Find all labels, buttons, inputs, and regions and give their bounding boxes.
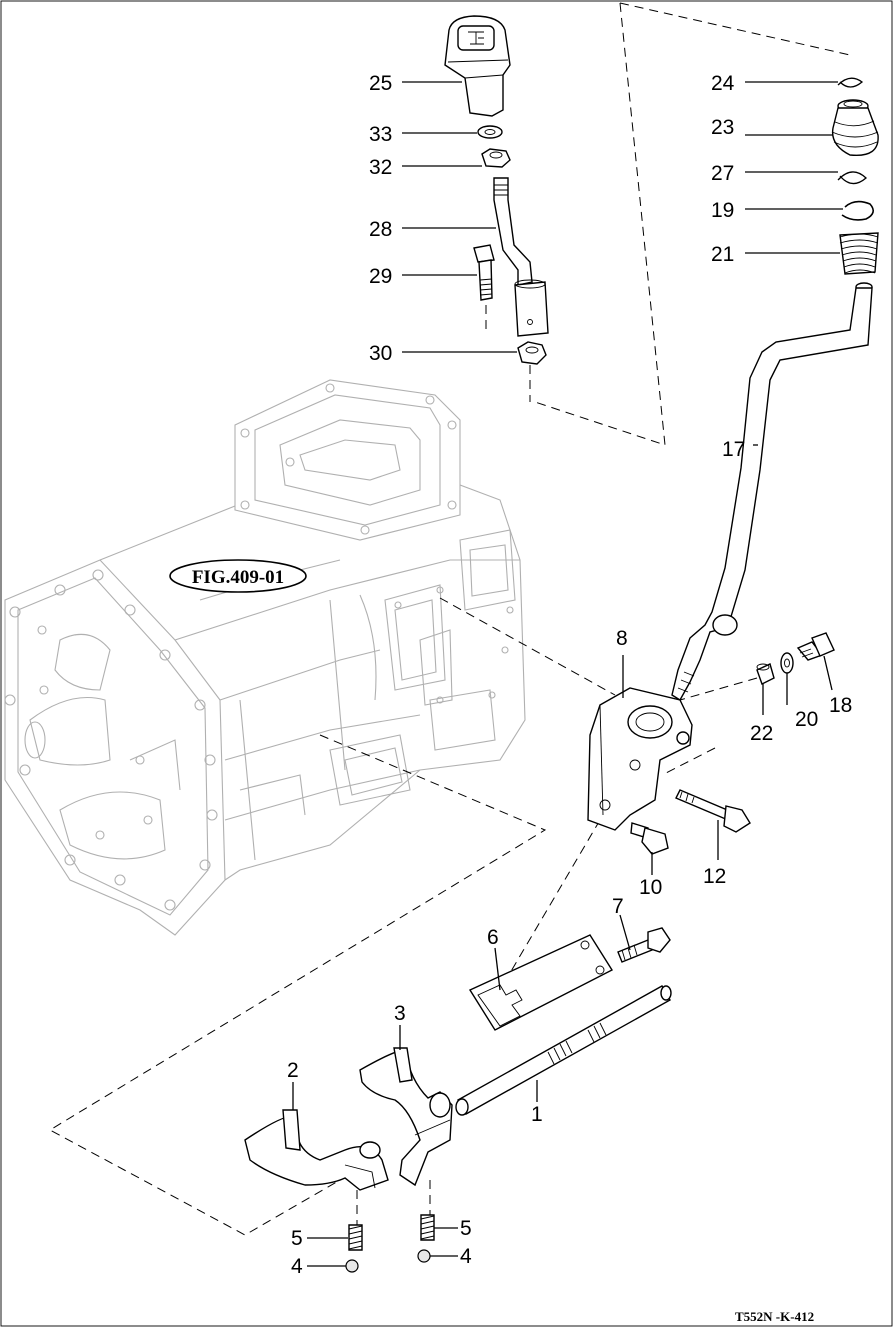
spring-5-left (348, 1224, 363, 1251)
label-part-5-right: 5 (460, 1217, 472, 1240)
label-part-2: 2 (287, 1059, 299, 1082)
explosion-lines (48, 2, 851, 1236)
bushing-22 (756, 663, 775, 685)
shift-lever-17 (671, 282, 873, 701)
label-part-22: 22 (750, 722, 773, 745)
label-part-6: 6 (487, 926, 499, 949)
label-part-12: 12 (703, 865, 726, 888)
label-part-4-right: 4 (460, 1245, 472, 1268)
label-part-8: 8 (616, 627, 628, 650)
spring-21 (839, 232, 879, 275)
transmission-case (4, 379, 526, 936)
label-part-30: 30 (369, 342, 392, 365)
bolt-7 (617, 927, 671, 963)
figure-reference-label: FIG.409-01 (192, 567, 284, 588)
nut-32 (481, 148, 511, 168)
bolt-29 (473, 244, 495, 301)
label-part-27: 27 (711, 162, 734, 185)
bolt-18 (796, 632, 835, 661)
leader-lines (292, 81, 843, 1267)
nut-30 (517, 341, 547, 365)
label-part-1: 1 (531, 1103, 543, 1126)
part-labels: 25 33 32 28 29 30 24 23 27 19 21 17 8 22… (287, 72, 852, 1278)
label-part-33: 33 (369, 123, 392, 146)
shift-fork-2 (244, 1109, 389, 1191)
label-part-19: 19 (711, 199, 734, 222)
plate-6 (468, 934, 613, 1031)
label-part-7: 7 (612, 895, 624, 918)
shift-rail-1 (455, 985, 672, 1116)
label-part-18: 18 (829, 694, 852, 717)
bolt-12 (675, 789, 751, 833)
label-part-5-left: 5 (291, 1227, 303, 1250)
label-part-25: 25 (369, 72, 392, 95)
label-part-21: 21 (711, 243, 734, 266)
spring-5-right (420, 1214, 435, 1241)
label-part-29: 29 (369, 265, 392, 288)
figure-reference-callout: FIG.409-01 (169, 559, 307, 593)
gear-lever-knob (444, 15, 511, 117)
ball-4-left (345, 1259, 359, 1273)
shift-fork-3 (359, 1047, 453, 1187)
label-part-28: 28 (369, 218, 392, 241)
drawing-code: T552N -K-412 (735, 1309, 814, 1324)
washer-20 (780, 652, 794, 674)
label-part-17: 17 (722, 438, 745, 461)
label-part-24: 24 (711, 72, 735, 95)
circlip-19 (841, 200, 874, 221)
bracket-8 (587, 687, 693, 831)
label-part-3: 3 (394, 1002, 406, 1025)
ball-4-right (417, 1249, 431, 1263)
label-part-4-left: 4 (291, 1255, 303, 1278)
label-part-32: 32 (369, 156, 392, 179)
bolt-10 (630, 822, 669, 855)
label-part-10: 10 (639, 876, 662, 899)
label-part-20: 20 (795, 708, 818, 731)
lever-rod-28 (493, 177, 549, 337)
snap-ring-24 (837, 77, 864, 88)
snap-ring-27 (837, 171, 867, 185)
washer-33 (477, 125, 503, 139)
boot-23 (831, 99, 879, 157)
label-part-23: 23 (711, 116, 734, 139)
